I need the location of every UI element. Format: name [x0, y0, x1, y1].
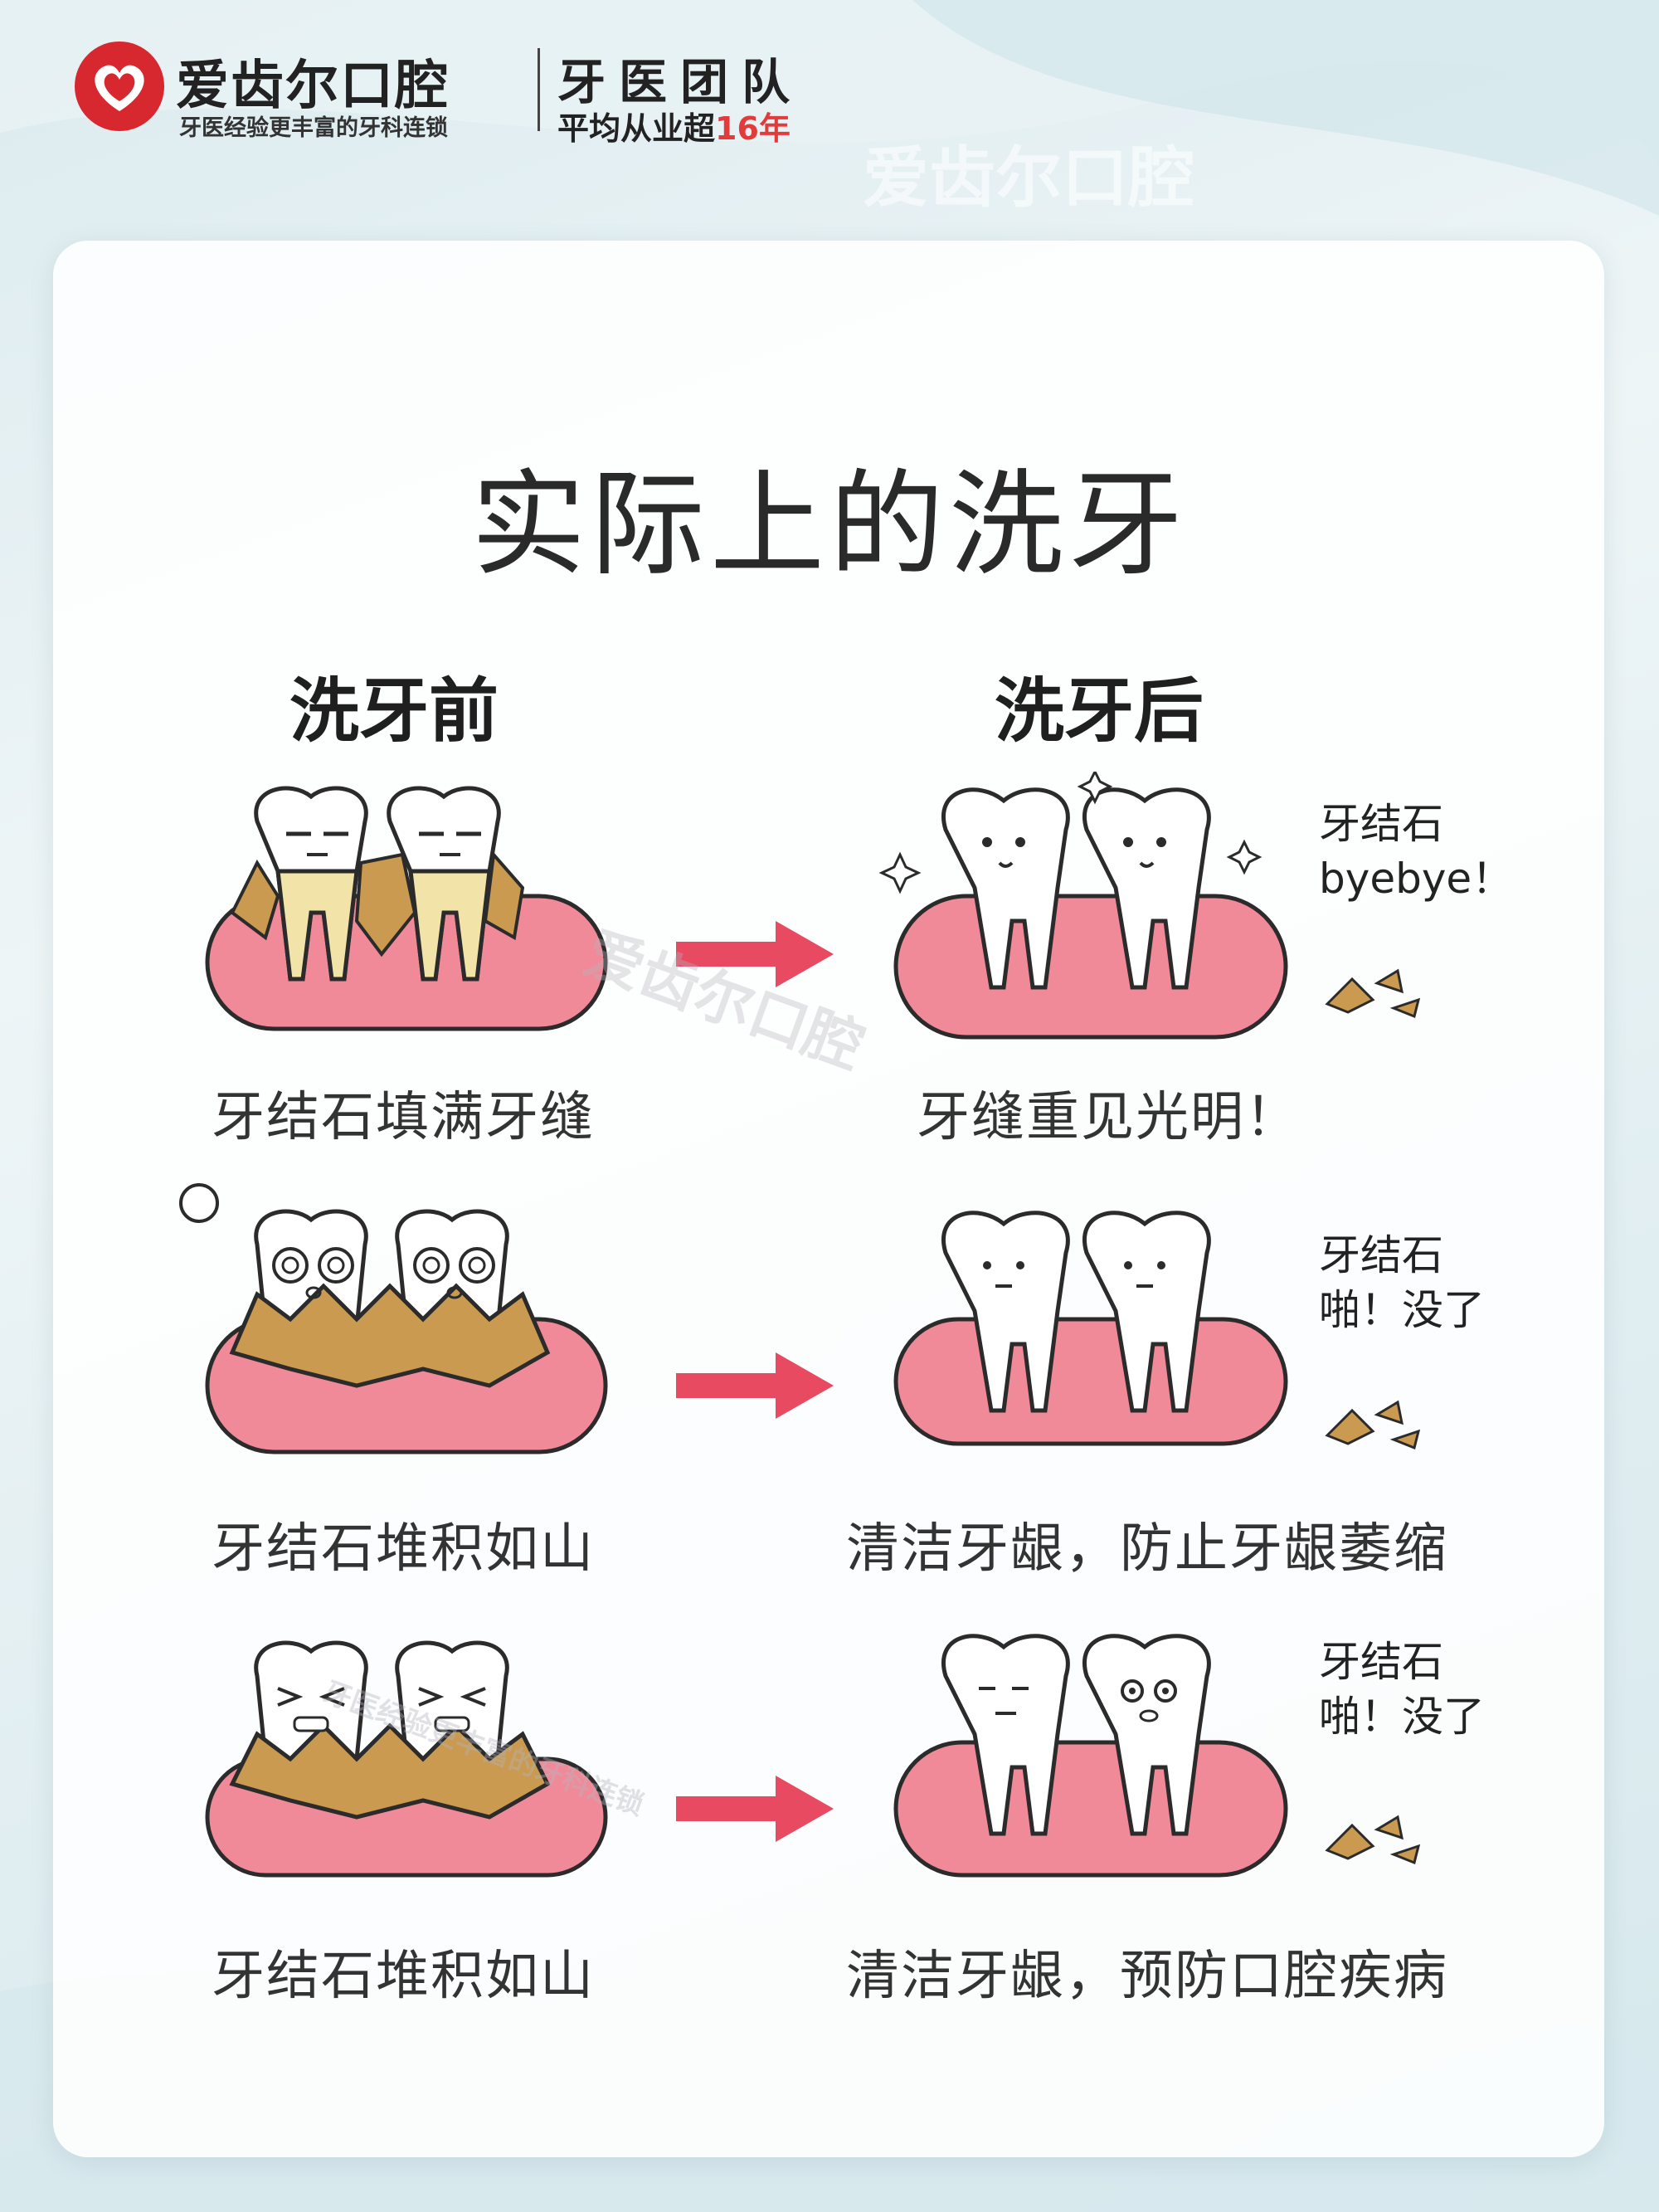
- team-sub-highlight: 16年: [715, 110, 791, 147]
- column-heading-before: 洗牙前: [289, 670, 499, 752]
- after-illustration-1: [879, 772, 1288, 1040]
- team-sub-prefix: 平均从业超: [557, 110, 716, 147]
- after-caption-3: 清洁牙龈，预防口腔疾病: [846, 1946, 1448, 2007]
- brand-name: 爱齿尔口腔: [176, 56, 450, 117]
- right-arrow-icon: [676, 1776, 834, 1842]
- right-arrow-icon: [676, 921, 834, 987]
- before-caption-2: 牙结石堆积如山: [212, 1518, 595, 1580]
- sparkle-icon: [879, 851, 922, 894]
- after-illustration-2: [893, 1211, 1288, 1446]
- before-illustration-2: [179, 1183, 608, 1454]
- after-caption-2: 清洁牙龈，防止牙龈萎缩: [846, 1518, 1448, 1580]
- brand-header: 爱齿尔口腔 牙医经验更丰富的牙科连锁 牙医团队 平均从业超16年: [73, 40, 820, 147]
- after-illustration-3: [893, 1634, 1288, 1878]
- page-title: 实际上的洗牙: [470, 458, 1188, 592]
- before-illustration-1: [205, 786, 608, 1031]
- heart-logo-icon: [75, 41, 164, 131]
- after-note-2: 牙结石 啪！没了: [1319, 1231, 1485, 1334]
- watermark-name: 爱齿尔口腔: [863, 139, 1194, 217]
- team-subtitle: 平均从业超16年: [557, 103, 791, 149]
- tartar-chips-icon: [1325, 1400, 1421, 1450]
- right-arrow-icon: [676, 1352, 834, 1419]
- column-heading-after: 洗牙后: [994, 670, 1204, 752]
- tartar-chips-icon: [1325, 1815, 1421, 1865]
- after-caption-1: 牙缝重见光明！: [917, 1087, 1300, 1148]
- before-caption-3: 牙结石堆积如山: [212, 1946, 595, 2007]
- after-note-3: 牙结石 啪！没了: [1319, 1638, 1485, 1741]
- header-divider: [538, 48, 540, 131]
- tartar-chips-icon: [1325, 968, 1421, 1019]
- before-caption-1: 牙结石填满牙缝: [212, 1087, 595, 1148]
- brand-slogan: 牙医经验更丰富的牙科连锁: [179, 115, 448, 141]
- team-title: 牙医团队: [557, 54, 804, 110]
- before-illustration-3: [205, 1640, 608, 1878]
- after-note-1: 牙结石 byebye！: [1319, 800, 1514, 903]
